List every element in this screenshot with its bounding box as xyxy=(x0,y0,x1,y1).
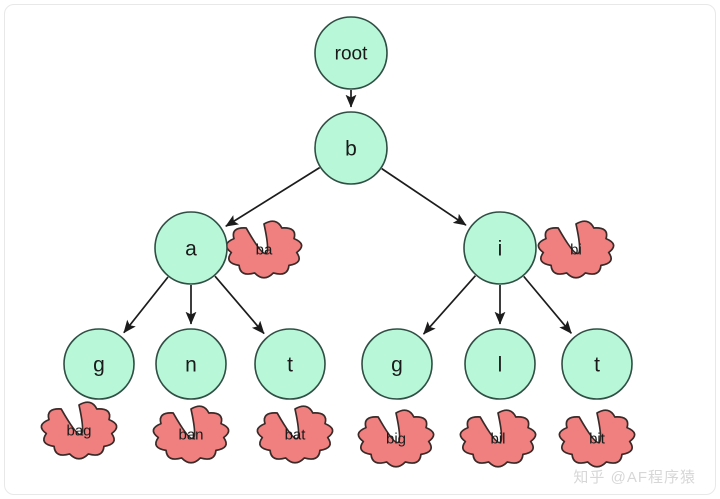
cloud-label-bil: bil xyxy=(490,431,505,448)
cloud-shape-bag xyxy=(40,401,118,460)
node-at[interactable]: t xyxy=(254,328,326,400)
cloud-bil: bil xyxy=(459,409,537,468)
node-it[interactable]: t xyxy=(561,328,633,400)
node-label-il: l xyxy=(498,354,503,377)
cloud-label-bag: bag xyxy=(66,423,91,440)
node-circle-at[interactable] xyxy=(254,328,326,400)
cloud-label-bat: bat xyxy=(285,427,307,444)
node-il[interactable]: l xyxy=(464,328,536,400)
cloud-label-ba: ba xyxy=(256,242,273,259)
cloud-bi: bi xyxy=(537,220,615,279)
cloud-shape-ban xyxy=(152,405,230,464)
cloud-bag: bag xyxy=(40,401,118,460)
node-circle-i[interactable] xyxy=(463,211,537,285)
node-label-root: root xyxy=(335,44,368,65)
cloud-shape-big xyxy=(357,409,435,468)
cloud-label-big: big xyxy=(386,431,406,448)
node-an[interactable]: n xyxy=(155,328,227,400)
node-ag[interactable]: g xyxy=(63,328,135,400)
cloud-big: big xyxy=(357,409,435,468)
node-circle-b[interactable] xyxy=(314,111,388,185)
node-circle-an[interactable] xyxy=(155,328,227,400)
watermark: 知乎 @AF程序猿 xyxy=(573,469,696,486)
node-b[interactable]: b xyxy=(314,111,388,185)
node-label-i: i xyxy=(498,238,503,261)
edge-b-a xyxy=(225,166,321,227)
node-circle-a[interactable] xyxy=(154,211,228,285)
cloud-shape-bil xyxy=(459,409,537,468)
node-label-at: t xyxy=(287,354,293,377)
cloud-label-ban: ban xyxy=(178,427,203,444)
edge-a-at xyxy=(214,275,265,335)
node-circle-il[interactable] xyxy=(464,328,536,400)
node-circle-ig[interactable] xyxy=(361,328,433,400)
node-a[interactable]: a xyxy=(154,211,228,285)
node-label-ag: g xyxy=(93,354,105,377)
cloud-ban: ban xyxy=(152,405,230,464)
edge-i-it xyxy=(523,275,572,334)
node-circle-root[interactable] xyxy=(314,16,388,90)
cloud-bit: bit xyxy=(558,409,636,468)
node-i[interactable]: i xyxy=(463,211,537,285)
edges-layer xyxy=(123,90,572,335)
cloud-label-bi: bi xyxy=(570,242,582,259)
cloud-shape-ba xyxy=(225,220,303,279)
cloud-shape-bi xyxy=(537,220,615,279)
cloud-ba: ba xyxy=(225,220,303,279)
node-circle-ag[interactable] xyxy=(63,328,135,400)
edge-a-ag xyxy=(123,276,169,334)
node-root[interactable]: root xyxy=(314,16,388,90)
edge-i-ig xyxy=(422,275,477,335)
node-label-an: n xyxy=(185,354,197,377)
node-label-b: b xyxy=(345,138,357,161)
cloud-bat: bat xyxy=(256,405,334,464)
cloud-label-bit: bit xyxy=(589,431,606,448)
edge-b-i xyxy=(381,167,467,226)
node-label-a: a xyxy=(185,238,197,261)
node-ig[interactable]: g xyxy=(361,328,433,400)
node-circle-it[interactable] xyxy=(561,328,633,400)
node-label-ig: g xyxy=(391,354,403,377)
cloud-shape-bit xyxy=(558,409,636,468)
clouds-layer: ba bi bag ban bat big bil bit xyxy=(40,220,636,468)
node-label-it: t xyxy=(594,354,600,377)
cloud-shape-bat xyxy=(256,405,334,464)
